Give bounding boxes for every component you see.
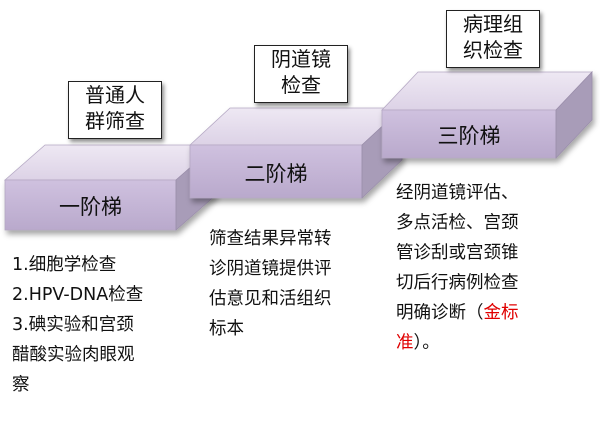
- step2-desc-line4: 标本: [209, 319, 244, 339]
- step3-title-line2: 织检查: [463, 38, 523, 62]
- step1-desc-line5: 察: [12, 375, 30, 395]
- gold-standard-highlight-2: 准: [396, 333, 414, 353]
- step1-label: 一阶梯: [59, 195, 122, 219]
- step3-side-face: [555, 70, 593, 160]
- step3-desc-line1: 经阴道镜评估、: [396, 183, 519, 203]
- step2-desc-line2: 诊阴道镜提供评: [209, 259, 332, 279]
- step3-desc-line5: 明确诊断（金标: [396, 298, 519, 328]
- step1-title-line2: 群筛查: [85, 109, 145, 133]
- step3-label: 三阶梯: [437, 124, 501, 148]
- gold-standard-highlight-1: 金标: [483, 303, 519, 323]
- step2-title-line1: 阴道镜: [271, 47, 331, 71]
- step3-title-line1: 病理组: [463, 12, 523, 36]
- step1-desc-line1: 1.细胞学检查: [12, 255, 117, 275]
- step2-desc-line3: 估意见和活组织: [209, 289, 332, 309]
- step1-title-line1: 普通人: [85, 83, 145, 107]
- step3-desc-line3: 管诊刮或宫颈锥: [396, 243, 519, 263]
- step1-desc-line2: 2.HPV-DNA检查: [12, 285, 144, 305]
- step2-description: 筛查结果异常转 诊阴道镜提供评 估意见和活组织 标本: [209, 224, 332, 344]
- step3-title-box: 病理组 织检查: [446, 10, 540, 68]
- step2-desc-line1: 筛查结果异常转: [209, 229, 332, 249]
- step3-block: [381, 70, 593, 160]
- step3-desc-line5-text: 明确诊断（: [396, 303, 484, 323]
- step1-description: 1.细胞学检查 2.HPV-DNA检查 3.碘实验和宫颈 醋酸实验肉眼观 察: [12, 250, 143, 400]
- step3-description: 经阴道镜评估、 多点活检、宫颈 管诊刮或宫颈锥 切后行病例检查 明确诊断（金标 …: [396, 178, 519, 358]
- step1-desc-line4: 醋酸实验肉眼观: [12, 345, 135, 365]
- step1-desc-line3: 3.碘实验和宫颈: [12, 315, 134, 335]
- step2-title-box: 阴道镜 检查: [254, 45, 348, 103]
- step2-label: 二阶梯: [244, 162, 308, 186]
- step3-desc-line2: 多点活检、宫颈: [396, 213, 519, 233]
- step3-desc-tail: ）。: [413, 333, 440, 353]
- step3-desc-line4: 切后行病例检查: [396, 273, 519, 293]
- step3-top-face: [381, 71, 593, 111]
- step1-title-box: 普通人 群筛查: [68, 81, 162, 139]
- step2-title-line2: 检查: [281, 73, 321, 97]
- step3-desc-line6: 准）。: [396, 328, 519, 358]
